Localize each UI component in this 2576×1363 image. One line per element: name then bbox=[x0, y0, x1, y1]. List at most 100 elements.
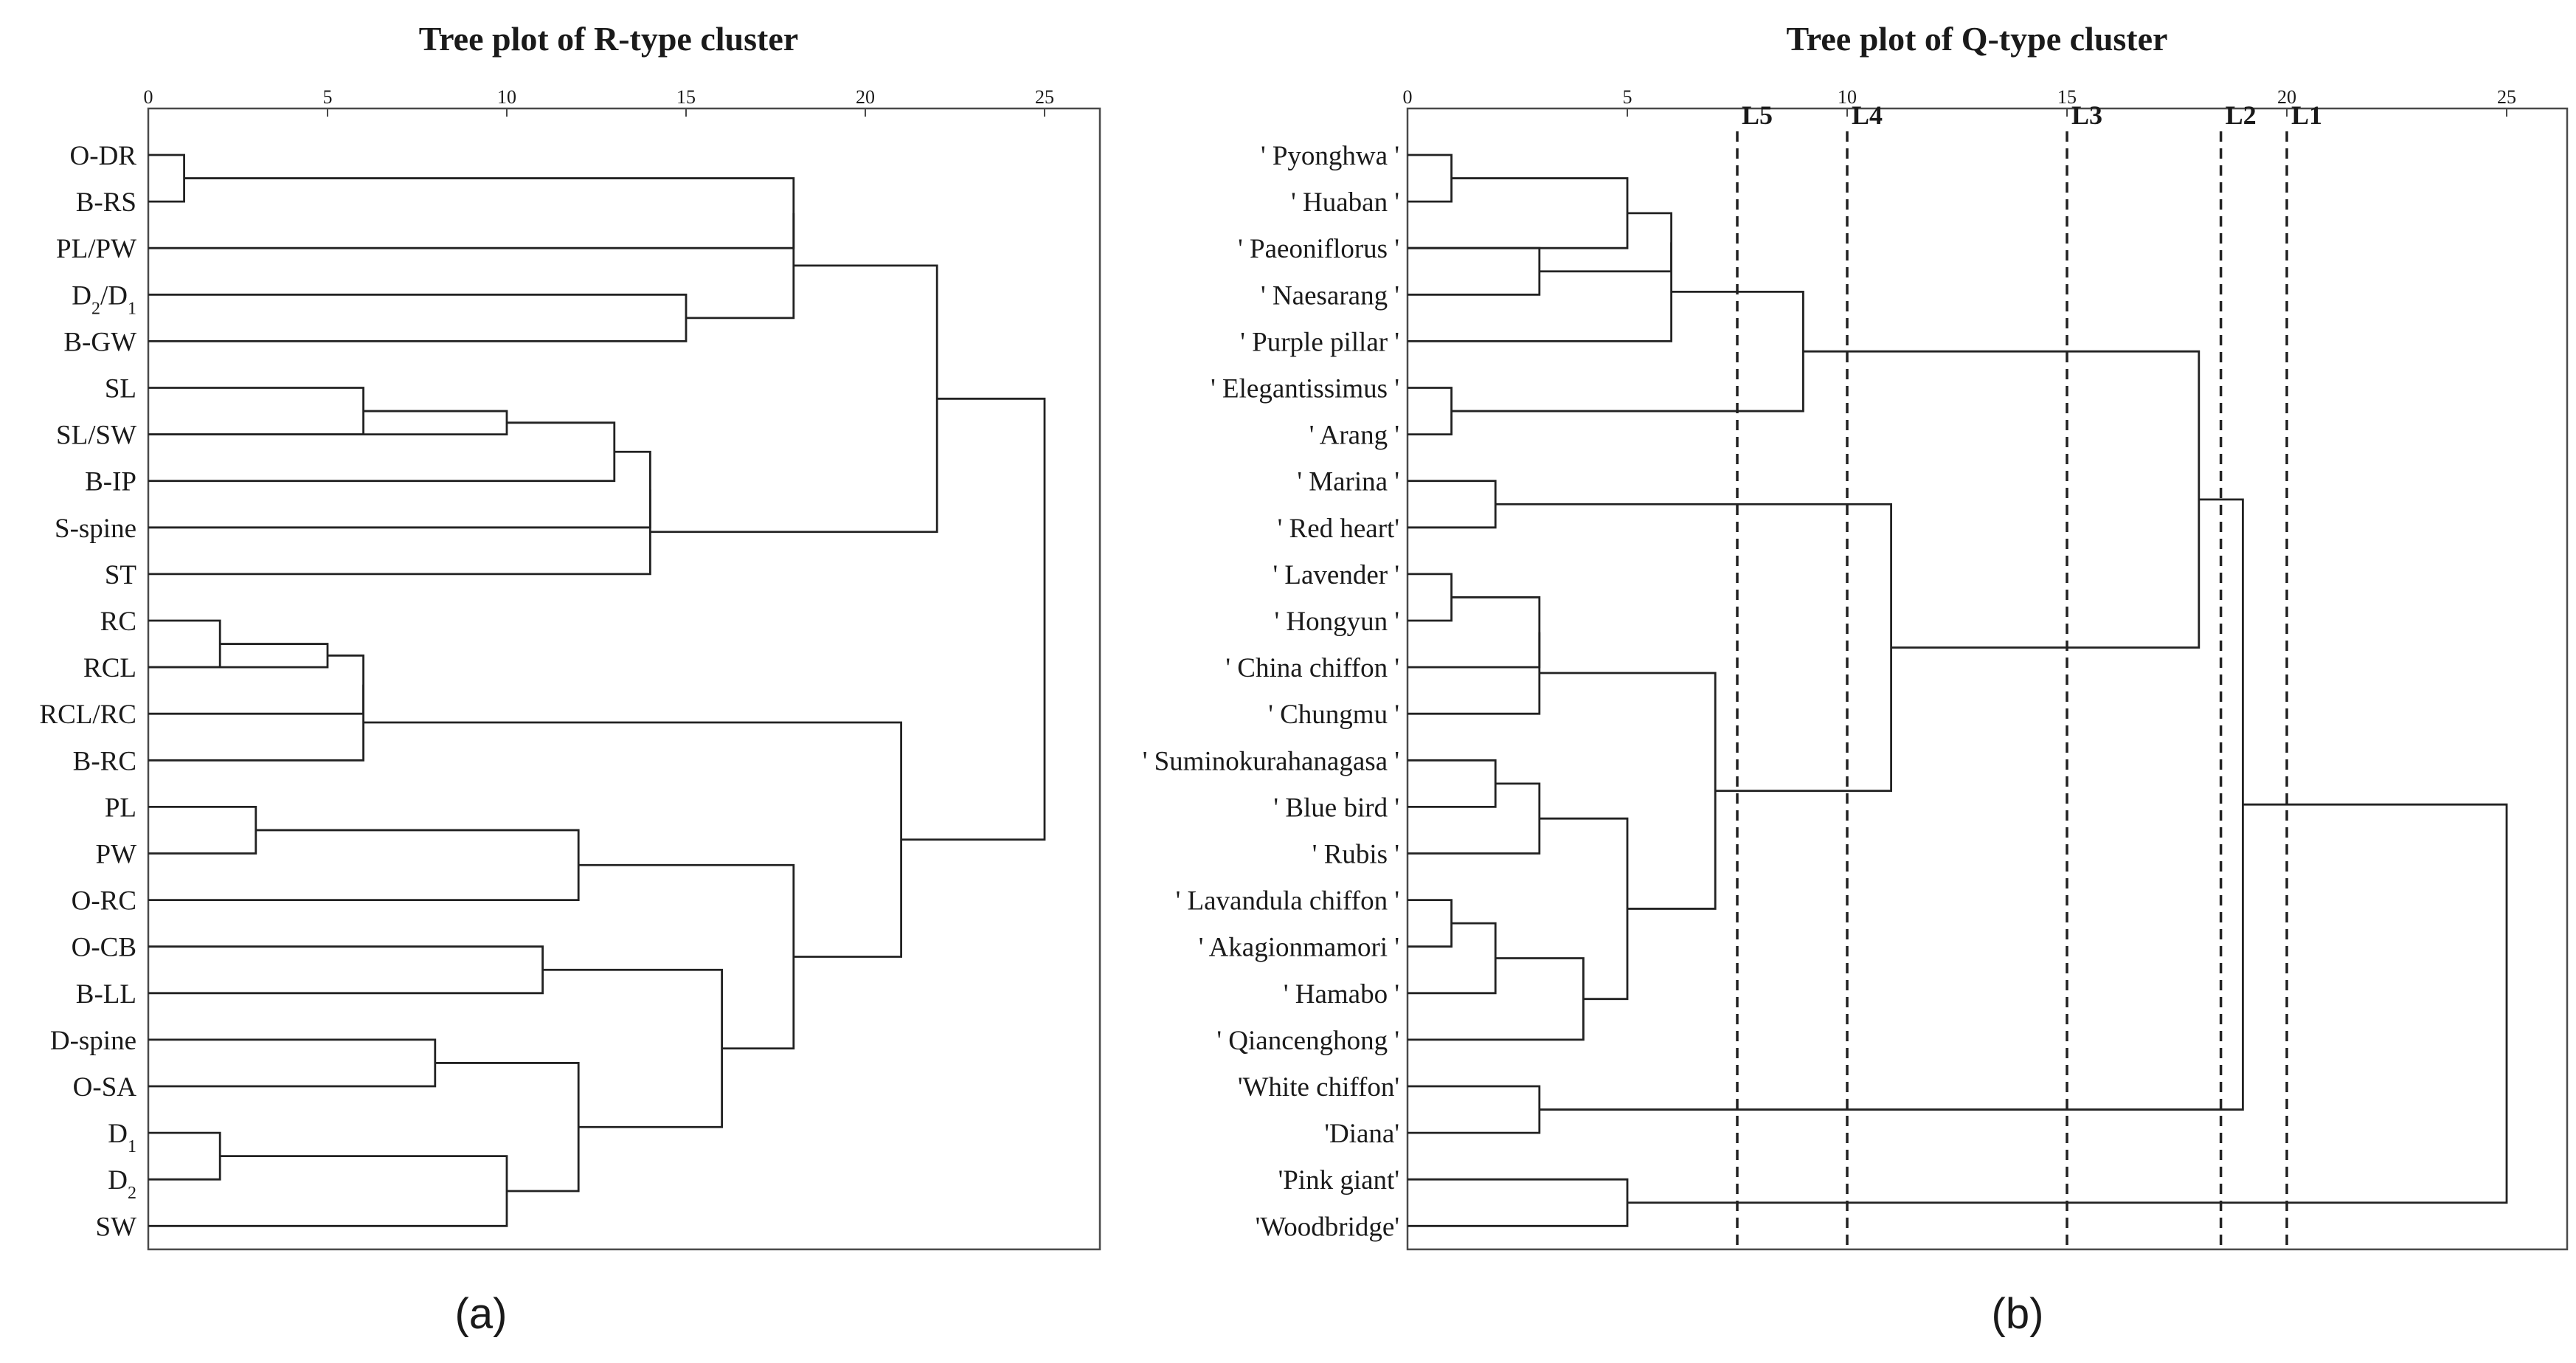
row-label: B-LL bbox=[76, 979, 136, 1010]
row-label: S-spine bbox=[55, 514, 136, 544]
row-label: ' Blue bird ' bbox=[1273, 793, 1399, 823]
row-label: ' Huaban ' bbox=[1291, 187, 1399, 218]
cut-level-label-l5: L5 bbox=[1742, 100, 1773, 130]
panel-b-title: Tree plot of Q-type cluster bbox=[1787, 20, 2168, 58]
row-label: O-SA bbox=[73, 1072, 137, 1103]
panel-b-caption: (b) bbox=[1992, 1290, 2044, 1338]
row-label: ' Naesarang ' bbox=[1261, 280, 1399, 311]
dendrogram-link bbox=[1495, 503, 1892, 793]
b-tick-label: 0 bbox=[1403, 86, 1413, 108]
dendrogram-link bbox=[1408, 246, 1541, 296]
dendrogram-link bbox=[148, 153, 185, 203]
dendrogram-link bbox=[148, 450, 651, 529]
dendrogram-link bbox=[1408, 596, 1541, 669]
row-label: B-RS bbox=[76, 187, 136, 218]
b-tick-label: 5 bbox=[1623, 86, 1632, 108]
row-label: D2/D1 bbox=[72, 280, 136, 318]
row-label: ' Hongyun ' bbox=[1274, 607, 1399, 637]
dendrogram-link bbox=[148, 829, 580, 901]
dendrogram-link bbox=[1408, 480, 1497, 529]
cut-level-label-l1: L1 bbox=[2291, 100, 2322, 130]
row-label: RC bbox=[100, 607, 136, 637]
panel-a-frame bbox=[147, 107, 1101, 1251]
dendrogram-link bbox=[1451, 290, 1804, 413]
row-label: ' Elegantissimus ' bbox=[1211, 374, 1399, 404]
panel-b-dendrogram-lines bbox=[1408, 153, 2508, 1227]
dendrogram-link bbox=[148, 643, 329, 669]
row-label: 'Diana' bbox=[1324, 1119, 1399, 1149]
dendrogram-link bbox=[1408, 177, 1629, 249]
a-tick-label: 10 bbox=[497, 86, 516, 108]
row-label: B-IP bbox=[85, 467, 136, 497]
panel-a-caption: (a) bbox=[455, 1290, 508, 1338]
dendrogram-link bbox=[148, 806, 257, 855]
b-tick-label: 20 bbox=[2277, 86, 2296, 108]
dendrogram-link bbox=[148, 684, 364, 762]
row-label: ' Lavandula chiffon ' bbox=[1176, 886, 1399, 917]
row-label: RCL bbox=[83, 653, 136, 683]
b-tick-label: 10 bbox=[1838, 86, 1857, 108]
panel-a-variable-labels: O-DRB-RSPL/PWD2/D1B-GWSLSL/SWB-IPS-spine… bbox=[39, 141, 136, 1242]
dendrogram-link bbox=[1408, 899, 1453, 948]
dendrogram-link bbox=[148, 619, 221, 669]
cut-level-label-l3: L3 bbox=[2071, 100, 2102, 130]
row-label: RCL/RC bbox=[39, 700, 136, 730]
dendrogram-link bbox=[148, 421, 616, 483]
row-label: ST bbox=[105, 560, 136, 590]
cut-level-label-l4: L4 bbox=[1852, 100, 1883, 130]
dendrogram-link bbox=[363, 721, 902, 958]
row-label: D1 bbox=[108, 1119, 136, 1156]
dendrogram-link bbox=[148, 387, 364, 435]
row-label: ' Pyonghwa ' bbox=[1261, 141, 1399, 171]
row-label: ' Arang ' bbox=[1309, 421, 1399, 451]
dendrogram-link bbox=[1408, 153, 1453, 203]
panel-a-dendrogram-lines bbox=[148, 153, 1046, 1227]
dendrogram-link bbox=[1408, 759, 1497, 808]
a-tick-label: 20 bbox=[856, 86, 875, 108]
row-label: SL bbox=[105, 374, 136, 404]
dendrogram-link bbox=[148, 177, 795, 249]
row-label: ' Akagionmamori ' bbox=[1199, 933, 1399, 963]
dendrogram-link bbox=[686, 213, 795, 320]
dendrogram-link bbox=[1539, 212, 1672, 273]
row-label: O-RC bbox=[72, 886, 136, 917]
dendrogram-link bbox=[1408, 242, 1672, 342]
b-tick-label: 25 bbox=[2497, 86, 2516, 108]
row-label: ' Paeoniflorus ' bbox=[1238, 234, 1399, 264]
row-label: SW bbox=[96, 1212, 137, 1242]
row-label: ' China chiffon ' bbox=[1225, 653, 1399, 683]
row-label: B-RC bbox=[73, 746, 136, 776]
dendrogram-link bbox=[148, 654, 364, 715]
dendrogram-link bbox=[1408, 1085, 1541, 1134]
a-tick-label: 5 bbox=[323, 86, 333, 108]
dendrogram-link bbox=[148, 945, 544, 995]
panel-b-cultivar-labels: ' Pyonghwa ' ' Huaban ' ' Paeoniflorus ' ' … bbox=[1143, 141, 1399, 1242]
dendrogram-link bbox=[148, 1038, 437, 1088]
row-label: ' Hamabo ' bbox=[1284, 979, 1399, 1010]
row-label: D2 bbox=[108, 1165, 136, 1203]
row-label: ' Rubis ' bbox=[1312, 840, 1399, 870]
dendrogram-link bbox=[148, 1131, 221, 1181]
dendrogram-link bbox=[148, 1155, 508, 1227]
row-label: 'Woodbridge' bbox=[1256, 1212, 1399, 1242]
row-label: ' Chungmu ' bbox=[1268, 700, 1399, 730]
dendrogram-link bbox=[1408, 782, 1541, 855]
row-label: ' Lavender ' bbox=[1273, 560, 1399, 590]
dendrogram-link bbox=[148, 410, 508, 435]
panel-a-title: Tree plot of R-type cluster bbox=[419, 20, 798, 58]
row-label: 'White chiffon' bbox=[1238, 1072, 1399, 1103]
row-label: ' Red heart' bbox=[1278, 514, 1399, 544]
dendrogram-link bbox=[1803, 350, 2201, 649]
a-tick-label: 0 bbox=[144, 86, 153, 108]
row-label: D-spine bbox=[50, 1026, 136, 1056]
row-label: SL/SW bbox=[56, 421, 136, 451]
dendrogram-link bbox=[542, 968, 723, 1128]
cut-level-label-l2: L2 bbox=[2226, 100, 2257, 130]
dendrogram-link bbox=[148, 489, 651, 576]
row-label: PL bbox=[105, 793, 136, 823]
